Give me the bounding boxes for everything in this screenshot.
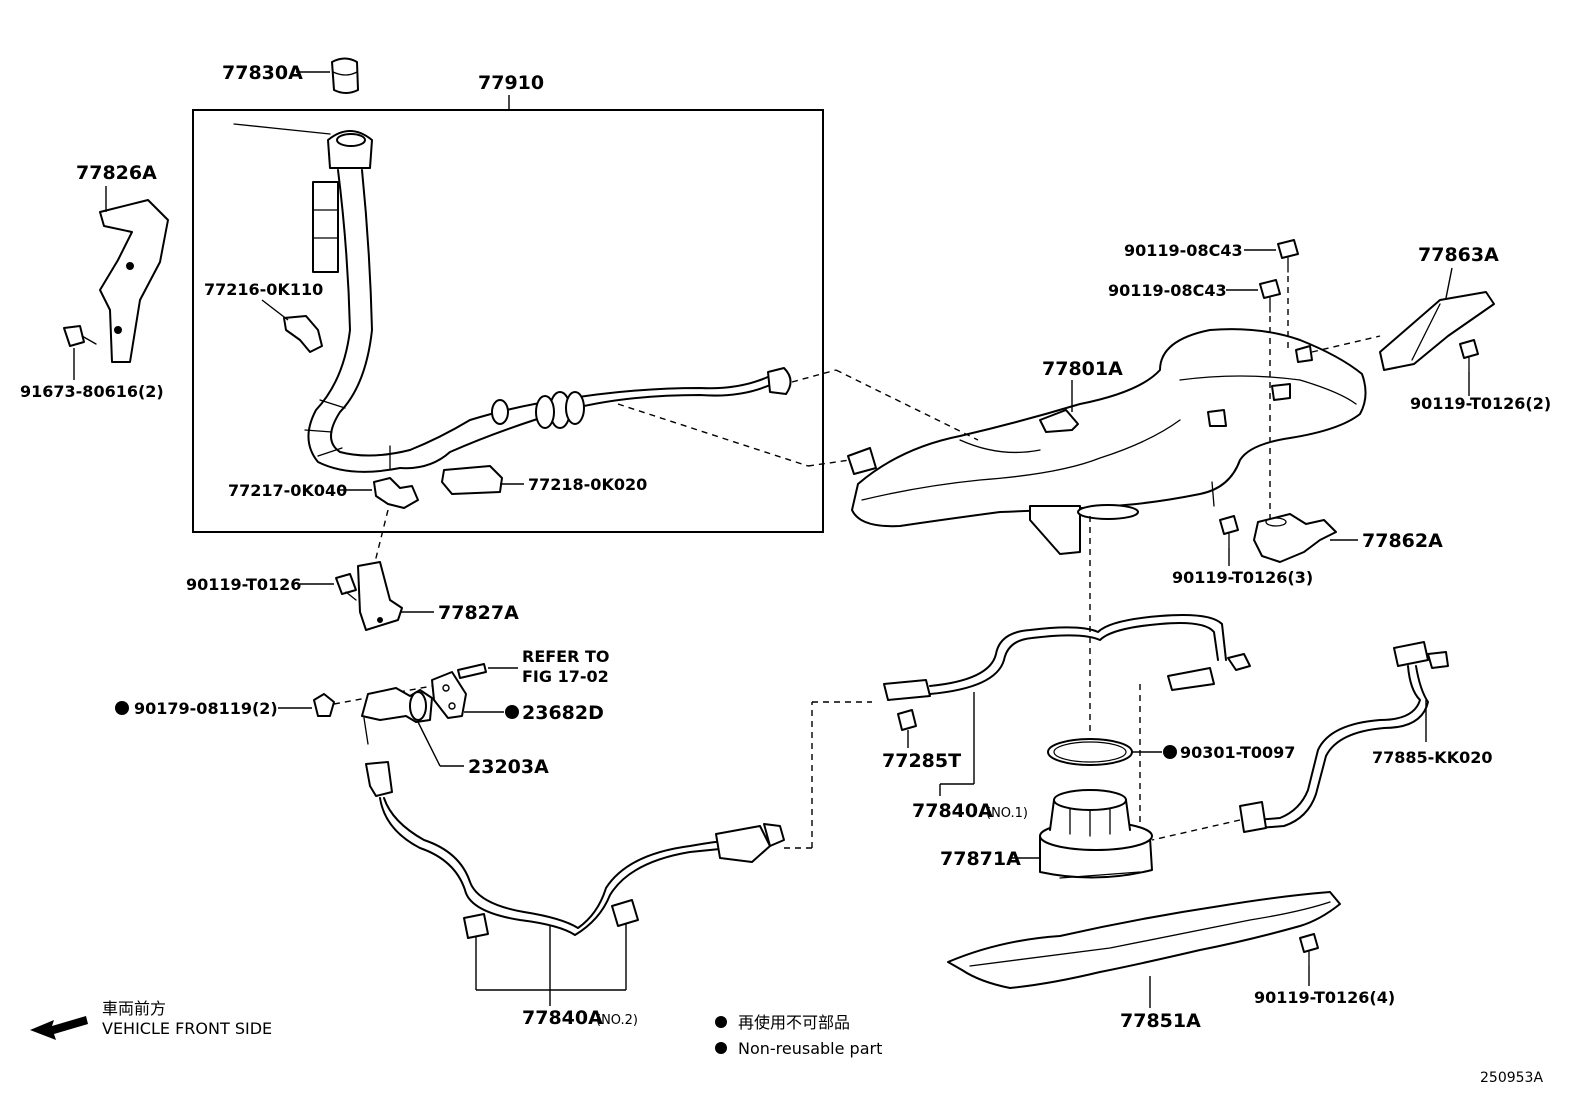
label-77862A[interactable]: 77862A — [1362, 530, 1443, 552]
label-77863A[interactable]: 77863A — [1418, 244, 1499, 266]
part-23203A-valve — [361, 687, 433, 745]
refer-stud — [457, 663, 487, 679]
label-no2[interactable]: (NO.2) — [596, 1013, 638, 1028]
part-fuel-tank — [847, 328, 1367, 555]
part-91673-bolt — [63, 325, 97, 347]
label-90119-T0126[interactable]: 90119-T0126 — [186, 575, 301, 594]
part-77910-filler-pipe — [233, 123, 792, 473]
label-no1[interactable]: (NO.1) — [986, 806, 1028, 821]
part-23682D-gasket — [431, 671, 467, 719]
legend-front-jp: 車両前方 — [102, 999, 166, 1018]
part-90179-nut — [313, 693, 335, 717]
legend-front-en: VEHICLE FRONT SIDE — [102, 1019, 272, 1038]
label-77216-0K110[interactable]: 77216-0K110 — [204, 280, 323, 299]
label-90179-08119[interactable]: 90179-08119(2) — [134, 699, 278, 718]
label-90119-08C43-a[interactable]: 90119-08C43 — [1124, 241, 1243, 260]
part-77885-harness — [1239, 641, 1449, 833]
label-77871A[interactable]: 77871A — [940, 848, 1021, 870]
label-23682D[interactable]: 23682D — [522, 702, 604, 724]
label-77830A[interactable]: 77830A — [222, 62, 303, 84]
label-77826A[interactable]: 77826A — [76, 162, 157, 184]
refer-fig-text[interactable]: FIG 17-02 — [522, 667, 609, 686]
part-77285T-clip — [897, 709, 917, 731]
label-90119-T0126-4[interactable]: 90119-T0126(4) — [1254, 988, 1395, 1007]
part-90119-T0126-3-bolt — [1219, 515, 1239, 549]
part-77218-clamp — [441, 465, 503, 495]
nonreusable-marker-23682D — [505, 705, 519, 719]
label-90119-08C43-b[interactable]: 90119-08C43 — [1108, 281, 1227, 300]
part-77826A-bracket — [99, 199, 169, 363]
vehicle-front-arrow-icon — [30, 1016, 88, 1040]
label-23203A[interactable]: 23203A — [468, 756, 549, 778]
nonreusable-marker-90301 — [1163, 745, 1177, 759]
part-77851A-protector — [947, 891, 1341, 989]
legend-nonreusable-dot-2 — [715, 1042, 727, 1054]
legend-nonreusable-dot-1 — [715, 1016, 727, 1028]
part-77840A-no2-harness — [365, 761, 785, 939]
label-77885-KK020[interactable]: 77885-KK020 — [1372, 748, 1493, 767]
label-77851A[interactable]: 77851A — [1120, 1010, 1201, 1032]
part-77830A-cap — [331, 57, 359, 94]
part-90301-gasket — [1047, 738, 1133, 766]
label-90119-T0126-3[interactable]: 90119-T0126(3) — [1172, 568, 1313, 587]
part-90119-08C43-bolt-b — [1259, 279, 1281, 313]
legend-nonreusable-jp: 再使用不可部品 — [738, 1013, 850, 1032]
label-77827A[interactable]: 77827A — [438, 602, 519, 624]
label-90301-T0097[interactable]: 90301-T0097 — [1180, 743, 1295, 762]
label-77217-0K040[interactable]: 77217-0K040 — [228, 481, 347, 500]
part-77863A-bracket — [1379, 291, 1495, 371]
part-77862A-bracket — [1253, 513, 1337, 563]
legend-nonreusable-en: Non-reusable part — [738, 1039, 882, 1058]
part-90119-T0126-bolt — [335, 573, 357, 601]
label-77840A-no2[interactable]: 77840A — [522, 1007, 603, 1029]
part-77827A-bracket — [357, 561, 403, 631]
part-77216-clamp — [283, 315, 323, 353]
part-90119-T0126-2-bolt — [1459, 339, 1479, 373]
label-77801A[interactable]: 77801A — [1042, 358, 1123, 380]
refer-to-text[interactable]: REFER TO — [522, 647, 610, 666]
filler-pipe-assembly-box — [192, 109, 824, 533]
nonreusable-marker-90179 — [115, 701, 129, 715]
label-90119-T0126-2[interactable]: 90119-T0126(2) — [1410, 394, 1551, 413]
part-90119-08C43-bolt-a — [1277, 239, 1299, 273]
part-77840A-no1-harness — [883, 614, 1251, 701]
label-91673-80616[interactable]: 91673-80616(2) — [20, 382, 164, 401]
part-77217-clamp — [373, 477, 419, 509]
figure-id: 250953A — [1480, 1070, 1543, 1086]
label-77218-0K020[interactable]: 77218-0K020 — [528, 475, 647, 494]
part-77871A-fuel-pump — [1039, 789, 1153, 879]
part-90119-T0126-4-bolt — [1299, 933, 1319, 967]
label-77285T[interactable]: 77285T — [882, 750, 961, 772]
label-77910[interactable]: 77910 — [478, 72, 544, 94]
label-77840A-no1[interactable]: 77840A — [912, 800, 993, 822]
